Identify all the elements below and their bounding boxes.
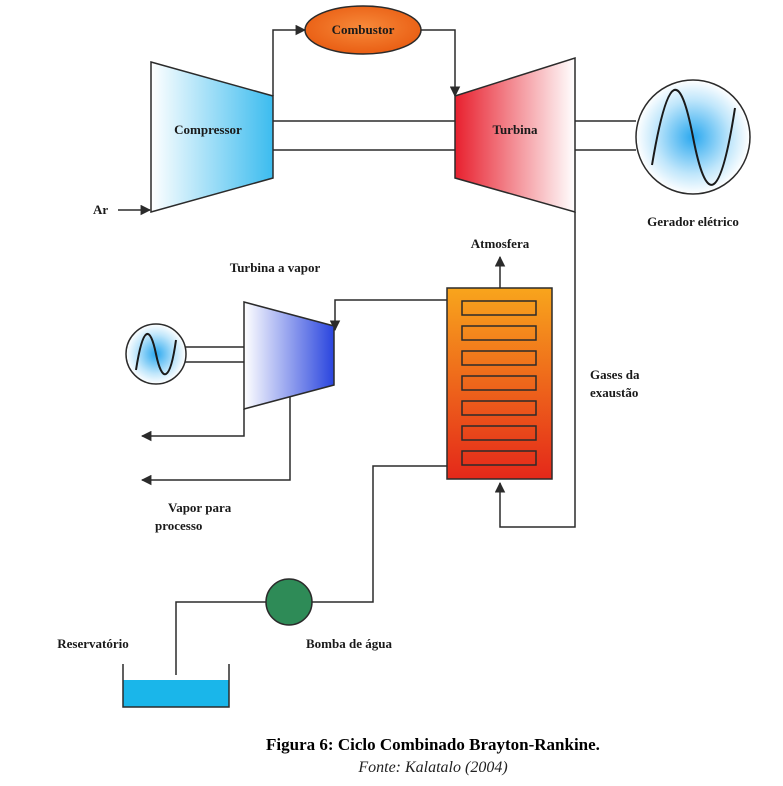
- gas-turbine: Turbina: [454, 56, 576, 213]
- figure-source: Fonte: Kalatalo (2004): [357, 759, 507, 776]
- compressor-label: Compressor: [174, 122, 242, 137]
- vapor-label-line2: processo: [155, 518, 202, 533]
- hrsg-coil: [461, 300, 537, 466]
- compressor: Compressor: [150, 61, 274, 213]
- exhaust-gases-line: [494, 212, 576, 528]
- water-pump: [265, 578, 313, 626]
- vapor-label-line1: Vapor para: [168, 500, 232, 515]
- pump-label: Bomba de água: [306, 636, 392, 651]
- small-generator: [125, 323, 187, 385]
- turbine-label: Turbina: [492, 122, 538, 137]
- figure-caption: Figura 6: Ciclo Combinado Brayton-Rankin…: [266, 735, 600, 754]
- pump-to-hrsg-line: [312, 465, 447, 603]
- reservoir-label: Reservatório: [57, 636, 128, 651]
- electric-generator: [635, 79, 751, 195]
- sine-wave-icon: [651, 88, 736, 186]
- compressor-to-combustor-line: [272, 24, 307, 96]
- small-sine-wave-icon: [135, 333, 177, 375]
- combustor: Combustor: [304, 5, 422, 55]
- atmosphere-label: Atmosfera: [471, 236, 530, 251]
- water-reservoir: [122, 664, 230, 708]
- combustor-to-turbine-line: [421, 29, 461, 98]
- generator-label: Gerador elétrico: [647, 214, 739, 229]
- heat-recovery-steam-generator: [446, 287, 553, 480]
- air-label: Ar: [93, 202, 108, 217]
- combustor-label: Combustor: [332, 22, 395, 37]
- steam-line: [329, 299, 447, 332]
- gases-label-line2: exaustão: [590, 385, 638, 400]
- steam-output-arrow-2: [140, 397, 291, 486]
- steam-output-arrow-1: [140, 409, 245, 442]
- steam-turbine: [243, 301, 335, 410]
- reservoir-to-pump-line: [175, 601, 266, 675]
- gases-label-line1: Gases da: [590, 367, 640, 382]
- steam-turbine-label: Turbina a vapor: [230, 260, 321, 275]
